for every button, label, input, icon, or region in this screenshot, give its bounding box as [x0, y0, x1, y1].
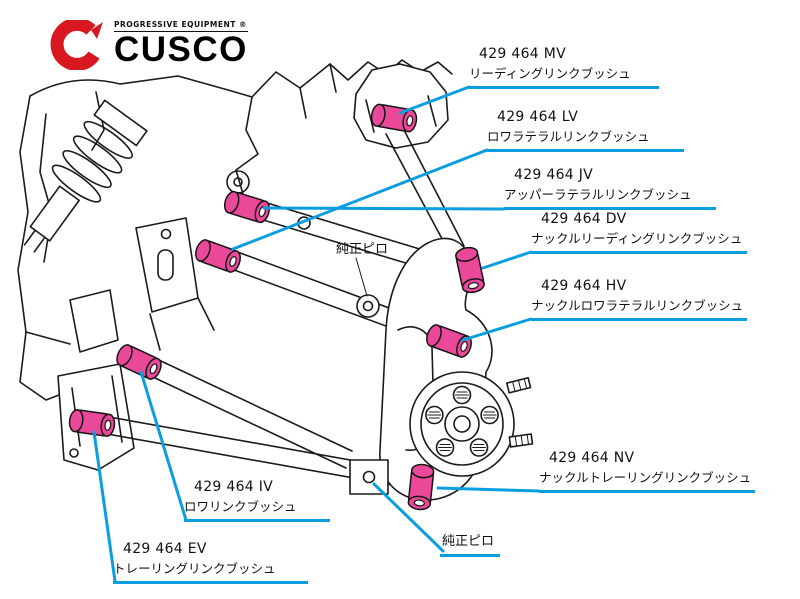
- chassis-art: [17, 59, 453, 401]
- part-description: ロワリンクブッシュ: [184, 498, 297, 514]
- part-number: 429 464 EV: [123, 541, 207, 557]
- knuckle-art: [349, 237, 534, 501]
- callout-hv: 429 464 HV ナックルロワラテラルリンクブッシュ: [531, 278, 747, 322]
- callout-iv: 429 464 IV ロワリンクブッシュ: [184, 479, 330, 523]
- cusco-logo: PROGRESSIVE EQUIPMENT ® CUSCO: [46, 20, 248, 70]
- logo-brand: CUSCO: [114, 30, 248, 69]
- leader-hv: [461, 317, 533, 342]
- part-number: 429 464 NV: [549, 450, 635, 466]
- part-number: 429 464 LV: [497, 109, 579, 125]
- part-number: 429 464 JV: [514, 167, 594, 183]
- part-description: トレーリングリンクブッシュ: [113, 560, 276, 576]
- pointer-pillow-center: [355, 257, 368, 297]
- note-pillow-bottom: 純正ピロ: [440, 530, 501, 557]
- part-number: 429 464 IV: [194, 479, 274, 495]
- callout-dv: 429 464 DV ナックルリーディングリンクブッシュ: [531, 211, 747, 255]
- callout-lv: 429 464 LV ロワラテラルリンクブッシュ: [487, 109, 684, 153]
- part-description: リーディングリンクブッシュ: [469, 65, 631, 81]
- logo-tagline: PROGRESSIVE EQUIPMENT ®: [114, 20, 248, 32]
- callout-ev: 429 464 EV トレーリングリンクブッシュ: [113, 541, 308, 585]
- leader-lv: [231, 148, 489, 251]
- part-description: ナックルトレーリングリンクブッシュ: [539, 469, 752, 485]
- leader-jv: [262, 206, 506, 211]
- part-description: ロワラテラルリンクブッシュ: [487, 128, 650, 144]
- part-number: 429 464 HV: [541, 278, 627, 294]
- leader-pillow-bottom: [372, 482, 445, 553]
- part-number: 429 464 MV: [479, 46, 566, 62]
- callout-mv: 429 464 MV リーディングリンクブッシュ: [469, 46, 659, 90]
- leader-ev: [92, 430, 117, 583]
- callout-nv: 429 464 NV ナックルトレーリングリンクブッシュ: [539, 450, 755, 494]
- part-description: アッパーラテラルリンクブッシュ: [504, 186, 692, 202]
- leader-iv: [139, 370, 188, 522]
- bushing-lv: [192, 237, 244, 275]
- part-number: 429 464 DV: [541, 211, 627, 227]
- callout-jv: 429 464 JV アッパーラテラルリンクブッシュ: [504, 167, 716, 211]
- part-description: ナックルリーディングリンクブッシュ: [531, 230, 743, 246]
- note-pillow-center: 純正ピロ: [336, 242, 389, 257]
- cusco-logo-icon: [50, 20, 103, 70]
- leader-lines: [92, 85, 541, 583]
- leader-mv: [398, 85, 471, 115]
- leader-dv: [481, 250, 533, 270]
- bushing-nv: [406, 462, 436, 512]
- part-description: ナックルロワラテラルリンクブッシュ: [531, 297, 744, 313]
- leader-nv: [436, 486, 541, 493]
